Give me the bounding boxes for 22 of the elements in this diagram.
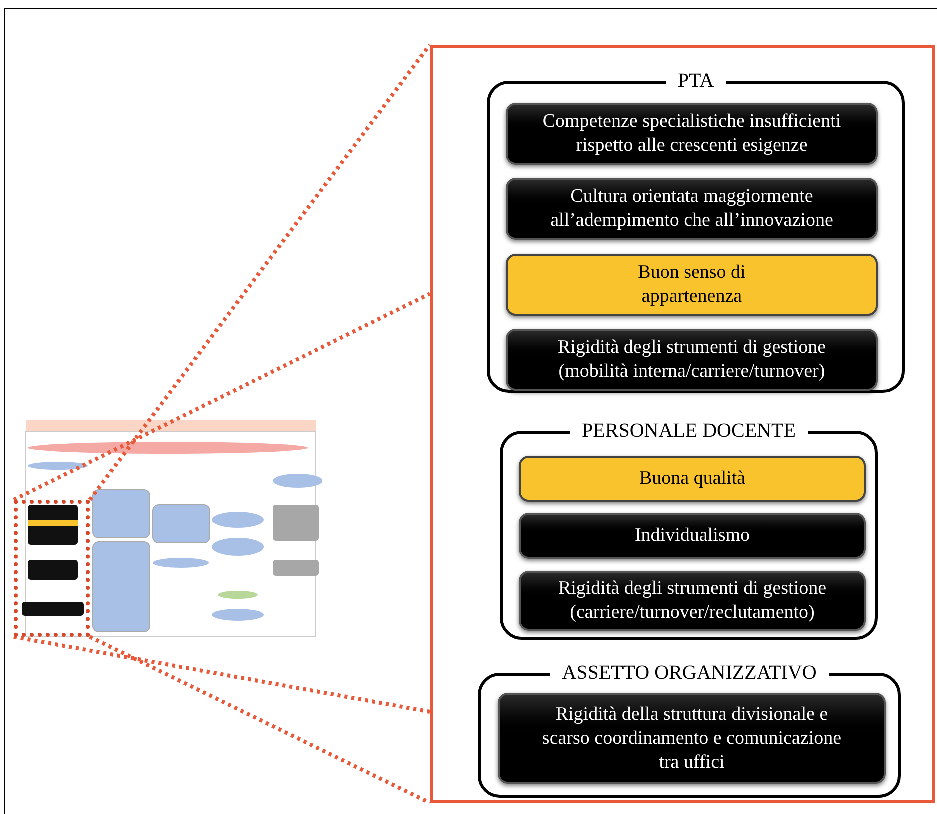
weakness-box xyxy=(498,693,886,784)
zoom-line xyxy=(89,635,431,805)
weakness-box xyxy=(506,103,878,165)
zoom-line xyxy=(14,635,430,714)
box-text: Competenze specialistiche insufficienti rispetto alle crescenti esigenze xyxy=(542,110,842,158)
weakness-box xyxy=(506,178,878,240)
box-text: Rigidità degli strumenti di gestione (mobilità interna/carriere/turnover) xyxy=(556,336,828,384)
box-text: Cultura orientata maggiormente all’adempimento che all’innovazione xyxy=(550,185,834,233)
box-text: Buona qualità xyxy=(639,467,746,491)
weakness-box xyxy=(519,571,866,631)
strength-box xyxy=(519,456,866,502)
box-text: Buon senso di appartenenza xyxy=(637,261,747,309)
zoom-line xyxy=(88,44,432,502)
box-text: Individualismo xyxy=(634,524,750,548)
box-text: Rigidità degli strumenti di gestione (carriere/turnover/reclutamento) xyxy=(557,577,828,625)
zoom-panel xyxy=(430,45,935,803)
weakness-box xyxy=(506,329,878,391)
box-text: Rigidità della struttura divisionale e scarso coordinamento e comunicazione tra uffici xyxy=(542,702,842,774)
strength-box xyxy=(506,254,878,316)
weakness-box xyxy=(519,513,866,559)
zoom-frame xyxy=(14,500,90,637)
zoom-line xyxy=(13,292,431,502)
